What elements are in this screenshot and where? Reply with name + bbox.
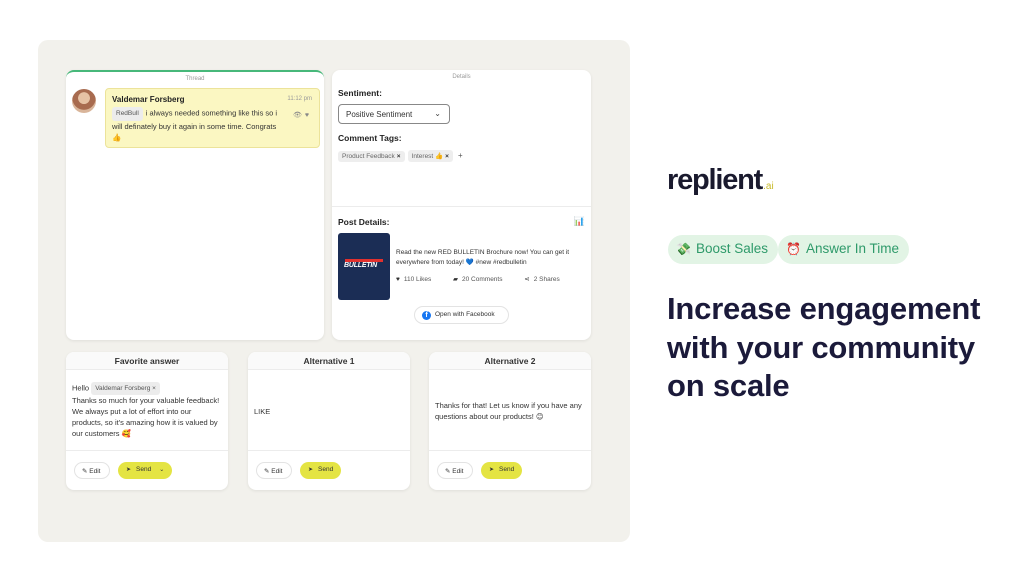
answer-body[interactable]: Thanks for that! Let us know if you have… bbox=[435, 401, 582, 421]
comment-time: 11:12 pm bbox=[287, 96, 312, 102]
facebook-icon: f bbox=[422, 311, 431, 320]
sentiment-value: Positive Sentiment bbox=[346, 110, 413, 119]
answer-body[interactable]: Hello Valdemar Forsberg × Thanks so much… bbox=[72, 382, 220, 438]
comment-actions: 👁♥ bbox=[293, 111, 312, 119]
edit-button[interactable]: ✎ Edit bbox=[437, 462, 473, 479]
send-button[interactable]: ➤Send bbox=[481, 462, 523, 479]
comment-body: i always needed something like this so i… bbox=[112, 108, 278, 142]
send-icon: ➤ bbox=[489, 467, 495, 473]
alternative-2-card: Alternative 2 Thanks for that! Let us kn… bbox=[429, 352, 591, 490]
post-image: BULLETIN bbox=[338, 233, 390, 300]
likes-stat: ♥110 Likes bbox=[396, 276, 432, 283]
heart-icon: ♥ bbox=[396, 276, 400, 283]
answer-actions: ✎ Edit ➤Send⌄ bbox=[66, 450, 228, 490]
answer-title: Alternative 1 bbox=[248, 352, 410, 370]
open-facebook-button[interactable]: f Open with Facebook bbox=[414, 306, 509, 324]
sentiment-select[interactable]: Positive Sentiment ⌄ bbox=[338, 104, 450, 124]
close-icon[interactable]: × bbox=[445, 153, 449, 160]
comment-icon: ▰ bbox=[453, 276, 459, 283]
sentiment-title: Sentiment: bbox=[338, 88, 382, 98]
details-panel: Details Sentiment: Positive Sentiment ⌄ … bbox=[332, 70, 591, 340]
post-details-title: Post Details: bbox=[338, 217, 390, 227]
chevron-down-icon: ⌄ bbox=[434, 109, 441, 118]
tag-interest[interactable]: Interest 👍× bbox=[407, 150, 453, 162]
answer-actions: ✎ Edit ➤Send bbox=[248, 450, 410, 490]
send-button[interactable]: ➤Send bbox=[300, 462, 342, 479]
answer-in-time-pill: ⏰Answer In Time bbox=[778, 235, 909, 264]
tags-title: Comment Tags: bbox=[338, 133, 402, 143]
post-image-stripe bbox=[345, 259, 383, 262]
alternative-1-card: Alternative 1 LIKE ✎ Edit ➤Send bbox=[248, 352, 410, 490]
details-label: Details bbox=[452, 74, 471, 80]
post-image-brand: BULLETIN bbox=[344, 262, 378, 269]
mention-chip: Valdemar Forsberg × bbox=[91, 382, 160, 395]
avatar bbox=[72, 89, 96, 113]
add-tag-icon[interactable]: + bbox=[457, 151, 463, 160]
chevron-down-icon: ⌄ bbox=[159, 467, 165, 473]
replient-logo: replient.ai bbox=[667, 164, 774, 196]
boost-sales-pill: 💸Boost Sales bbox=[668, 235, 778, 264]
edit-button[interactable]: ✎ Edit bbox=[74, 462, 110, 479]
thread-label: Thread bbox=[185, 76, 205, 82]
post-text: Read the new RED BULLETIN Brochure now! … bbox=[396, 249, 570, 266]
tag-product-feedback[interactable]: Product Feedback× bbox=[338, 151, 405, 162]
send-icon: ➤ bbox=[126, 467, 132, 473]
share-icon: ⋖ bbox=[524, 276, 530, 283]
comment-tags: Product Feedback×Interest 👍× + bbox=[338, 150, 463, 162]
edit-button[interactable]: ✎ Edit bbox=[256, 462, 292, 479]
send-icon: ➤ bbox=[308, 467, 314, 473]
app-mockup: Thread Valdemar Forsberg 11:12 pm 👁♥ Red… bbox=[38, 40, 630, 542]
alarm-clock-icon: ⏰ bbox=[786, 242, 801, 256]
comment-author: Valdemar Forsberg bbox=[112, 95, 185, 104]
thread-panel: Thread Valdemar Forsberg 11:12 pm 👁♥ Red… bbox=[66, 70, 324, 340]
headline: Increase engagement with your community … bbox=[667, 291, 981, 403]
comments-stat: ▰20 Comments bbox=[453, 276, 503, 283]
favorite-answer-card: Favorite answer Hello Valdemar Forsberg … bbox=[66, 352, 228, 490]
shares-stat: ⋖2 Shares bbox=[524, 276, 560, 283]
post-stats: ♥110 Likes ▰20 Comments ⋖2 Shares bbox=[396, 275, 580, 283]
send-button[interactable]: ➤Send⌄ bbox=[118, 462, 173, 479]
hide-icon[interactable]: 👁 bbox=[292, 112, 305, 119]
answer-actions: ✎ Edit ➤Send bbox=[429, 450, 591, 490]
divider bbox=[332, 206, 591, 207]
answer-title: Alternative 2 bbox=[429, 352, 591, 370]
answer-body[interactable]: LIKE bbox=[254, 407, 271, 416]
close-icon[interactable]: × bbox=[396, 153, 401, 160]
chart-icon[interactable]: 📊 bbox=[573, 216, 585, 226]
answer-title: Favorite answer bbox=[66, 352, 228, 370]
money-icon: 💸 bbox=[676, 242, 691, 256]
heart-icon[interactable]: ♥ bbox=[304, 112, 312, 119]
page-chip: RedBull bbox=[112, 107, 143, 121]
